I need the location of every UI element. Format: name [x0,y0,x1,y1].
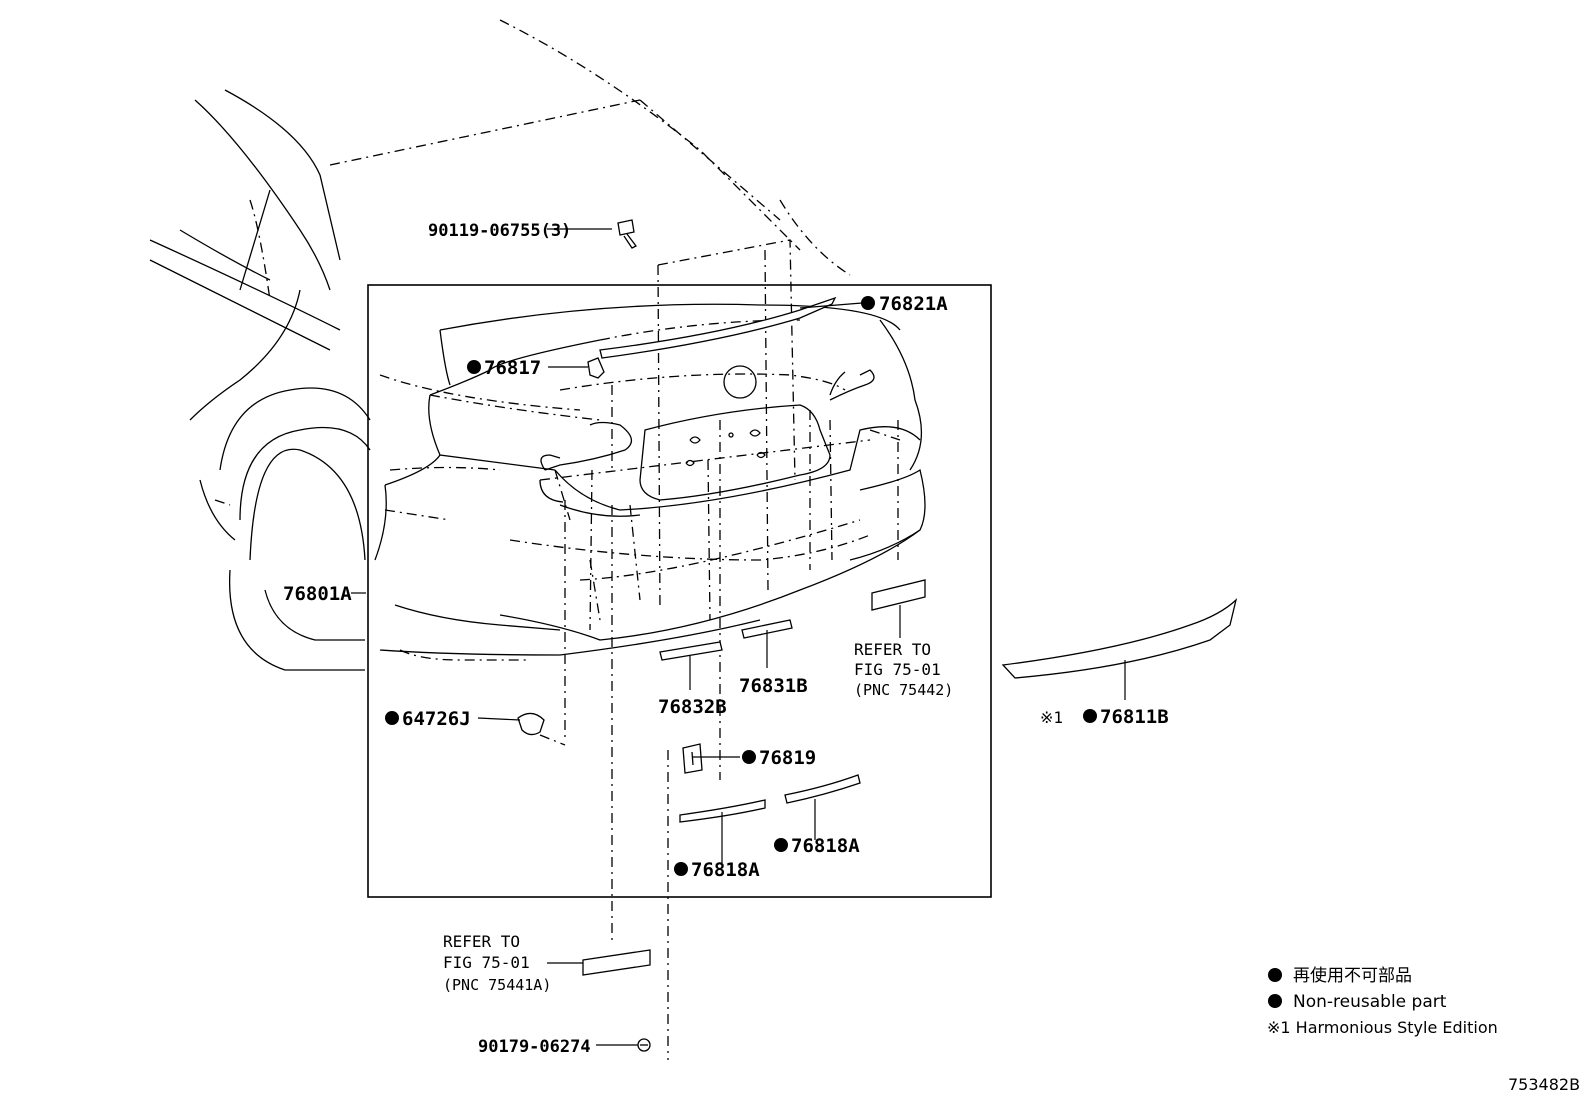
legend-en: Non-reusable part [1293,992,1447,1012]
label-76817: 76817 [484,357,541,379]
plate-76819 [682,743,703,774]
bolt-90119 [617,219,637,249]
tape-76818A-left [679,799,766,823]
figure-id: 753482B [1508,1075,1580,1094]
label-76819: 76819 [759,747,816,769]
legend-note: ※1 Harmonious Style Edition [1267,1018,1498,1037]
label-76832B: 76832B [658,696,727,718]
ref-right-line2: FIG 75-01 [854,660,941,679]
label-76801A: 76801A [283,583,352,605]
note-mark-1: ※1 [1040,708,1063,727]
nut-90179 [637,1038,651,1052]
car-rear [374,303,926,661]
leader-dashes [539,239,899,1060]
label-76811B: 76811B [1100,706,1169,728]
car-outline [149,19,851,671]
label-76831B: 76831B [739,675,808,697]
leader-lines [351,228,1126,1046]
ref-right-line3: (PNC 75442) [854,681,953,699]
molding-76821A [599,296,837,359]
ref-bottom-line3: (PNC 75441A) [443,976,551,994]
ref-bottom-line1: REFER TO [443,932,520,951]
tape-76818A-right [784,774,861,804]
bracket-76831B [741,619,793,639]
label-76818A-left: 76818A [691,859,760,881]
detail-box [367,284,992,898]
ref-bottom-line2: FIG 75-01 [443,953,530,972]
bracket-76832B [659,641,723,661]
clip-76817 [587,357,605,379]
part-labels: 90119-06755(3) 76821A 76817 76801A 64726… [283,221,1169,1057]
ref-right-line1: REFER TO [854,640,931,659]
label-76818A-right: 76818A [791,835,860,857]
label-90119-06755: 90119-06755(3) [428,221,571,241]
non-reusable-dots [385,296,1282,1008]
legend-jp: 再使用不可部品 [1293,965,1412,986]
clip-64726J [517,712,545,736]
ref-note-bottom: REFER TO FIG 75-01 (PNC 75441A) [443,932,551,994]
legend: 再使用不可部品 Non-reusable part ※1 Harmonious … [1267,965,1498,1037]
ref-note-right: REFER TO FIG 75-01 (PNC 75442) [854,640,953,699]
reflector-left [582,949,651,976]
label-90179-06274: 90179-06274 [478,1037,591,1057]
label-76821A: 76821A [879,293,948,315]
reflector-right [871,579,926,611]
label-64726J: 64726J [402,708,471,730]
spoiler-76811B [1001,598,1238,679]
